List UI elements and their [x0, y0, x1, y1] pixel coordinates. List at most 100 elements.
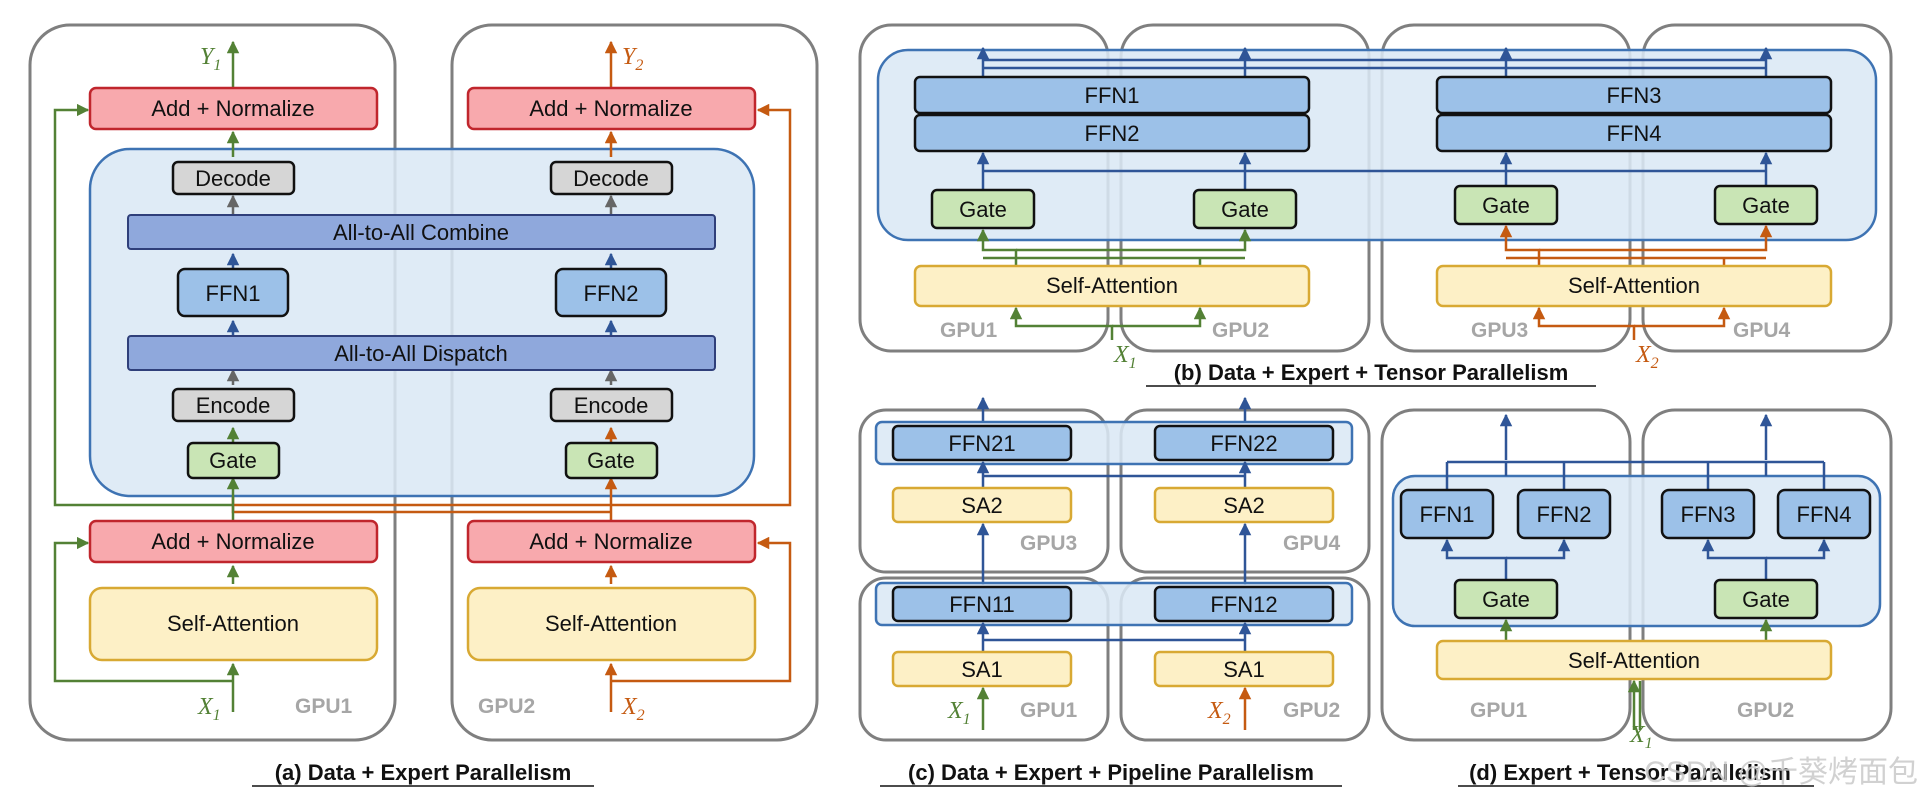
all-to-all-dispatch: [127, 335, 716, 371]
gpu1-b-label: GPU1: [940, 319, 998, 342]
caption-a: (a) Data + Expert Parallelism: [275, 760, 572, 785]
ffn2-a: [554, 267, 668, 318]
gate-a-left-label: Gate: [209, 448, 257, 473]
sa1-c-left: [891, 650, 1073, 688]
gate-b-4-label: Gate: [1742, 193, 1790, 218]
gpu4-c-label: GPU4: [1283, 532, 1341, 555]
add-normalize-bottom-right: [466, 519, 757, 564]
input-x1-a: X1: [197, 694, 221, 724]
input-x1-b: X1: [1113, 342, 1137, 372]
sa2-c-right: [1153, 486, 1335, 524]
sa1-c-right-label: SA1: [1223, 657, 1265, 682]
ffn1-a: [176, 267, 290, 318]
ffn1-d-label: FFN1: [1420, 502, 1475, 527]
output-y2-a: Y2: [622, 44, 643, 74]
ffn2-a-label: FFN2: [584, 281, 639, 306]
encode-left: [171, 387, 296, 423]
sa2-c-left: [891, 486, 1073, 524]
input-x1-c: X1: [947, 698, 971, 728]
sa1-c-right: [1153, 650, 1335, 688]
ffn3-b: [1435, 75, 1833, 115]
ffn1-a-label: FFN1: [206, 281, 261, 306]
ffn4-d-label: FFN4: [1797, 502, 1852, 527]
encode-right-label: Encode: [574, 393, 649, 418]
gpu1-a-label: GPU1: [295, 695, 353, 718]
ffn3-d-label: FFN3: [1681, 502, 1736, 527]
encode-right: [549, 387, 674, 423]
all-to-all-combine: [127, 214, 716, 250]
ffn11-c: [891, 585, 1073, 623]
gpu4-b-label: GPU4: [1733, 319, 1791, 342]
self-attention-b-right: [1435, 264, 1833, 308]
output-lines-b: [976, 46, 1773, 77]
self-attention-d-label: Self-Attention: [1568, 648, 1700, 673]
input-x2-c: X2: [1207, 698, 1231, 728]
decode-right: [549, 160, 674, 196]
gpu1-d-label: GPU1: [1470, 699, 1528, 722]
ffn3-d: [1660, 488, 1756, 540]
ffn11-c-label: FFN11: [949, 592, 1015, 617]
ffn21-c: [891, 424, 1073, 462]
add-normalize-top-right: [466, 86, 757, 131]
input-x2-a: X2: [621, 694, 645, 724]
input-x1-d: X1: [1629, 722, 1653, 752]
self-attention-a-left: [88, 586, 379, 662]
ffn2-d: [1516, 488, 1612, 540]
ffn2-b: [913, 113, 1311, 153]
ffn4-b-label: FFN4: [1607, 121, 1662, 146]
panel-a: Add + Normalize Add + Normalize Decode D…: [28, 23, 819, 787]
self-attention-b-left-label: Self-Attention: [1046, 273, 1178, 298]
gate-d-right: [1713, 578, 1819, 620]
encode-left-label: Encode: [196, 393, 271, 418]
gpu3-c-label: GPU3: [1020, 532, 1077, 555]
ffn12-c-label: FFN12: [1210, 592, 1277, 617]
ffn22-c-label: FFN22: [1210, 431, 1277, 456]
self-attention-b-left: [913, 264, 1311, 308]
decode-left-label: Decode: [195, 166, 271, 191]
gate-d-left-label: Gate: [1482, 587, 1530, 612]
gate-b-1-label: Gate: [959, 197, 1007, 222]
gpu3-b-label: GPU3: [1471, 319, 1528, 342]
caption-d: (d) Expert + Tensor Parallelism: [1469, 760, 1791, 785]
panel-b: FFN1 FFN2 FFN3 FFN4 Gate Gate Gate Gate …: [858, 23, 1893, 387]
input-x2-b: X2: [1635, 342, 1659, 372]
panel-d: FFN1 FFN2 FFN3 FFN4 Gate Gate Self-Atten…: [1380, 408, 1893, 787]
decode-left: [171, 160, 296, 196]
add-normalize-bottom-left: [88, 519, 379, 564]
output-y1-a: Y1: [200, 44, 221, 74]
gate-a-left: [186, 441, 281, 480]
sa2-c-left-label: SA2: [961, 493, 1003, 518]
gpu1-c-label: GPU1: [1020, 699, 1078, 722]
ffn1-d: [1399, 488, 1495, 540]
all-to-all-dispatch-label: All-to-All Dispatch: [334, 341, 508, 366]
ffn21-c-label: FFN21: [948, 431, 1015, 456]
ffn22-c: [1153, 424, 1335, 462]
gate-b-4: [1713, 184, 1819, 226]
ffn3-b-label: FFN3: [1607, 83, 1662, 108]
gate-a-right: [564, 441, 659, 480]
ffn2-d-label: FFN2: [1537, 502, 1592, 527]
add-normalize-top-right-label: Add + Normalize: [529, 96, 692, 121]
self-attention-a-right-label: Self-Attention: [545, 611, 677, 636]
sa1-c-left-label: SA1: [961, 657, 1003, 682]
decode-right-label: Decode: [573, 166, 649, 191]
add-normalize-top-left: [88, 86, 379, 131]
gate-b-1: [930, 188, 1036, 230]
gate-b-2-label: Gate: [1221, 197, 1269, 222]
ffn12-c: [1153, 585, 1335, 623]
sa2-c-right-label: SA2: [1223, 493, 1265, 518]
self-attention-a-right: [466, 586, 757, 662]
self-attention-d: [1435, 639, 1833, 681]
gate-b-3-label: Gate: [1482, 193, 1530, 218]
panel-c: FFN21 FFN22 SA2 SA2 GPU3 GPU4 FFN11 FFN1…: [858, 396, 1371, 787]
gate-b-2: [1192, 188, 1298, 230]
gpu2-c-label: GPU2: [1283, 699, 1340, 722]
all-to-all-combine-label: All-to-All Combine: [333, 220, 509, 245]
self-attention-b-right-label: Self-Attention: [1568, 273, 1700, 298]
ffn1-b: [913, 75, 1311, 115]
caption-c: (c) Data + Expert + Pipeline Parallelism: [908, 760, 1314, 785]
gpu2-d-label: GPU2: [1737, 699, 1794, 722]
add-normalize-bottom-right-label: Add + Normalize: [529, 529, 692, 554]
gate-d-right-label: Gate: [1742, 587, 1790, 612]
